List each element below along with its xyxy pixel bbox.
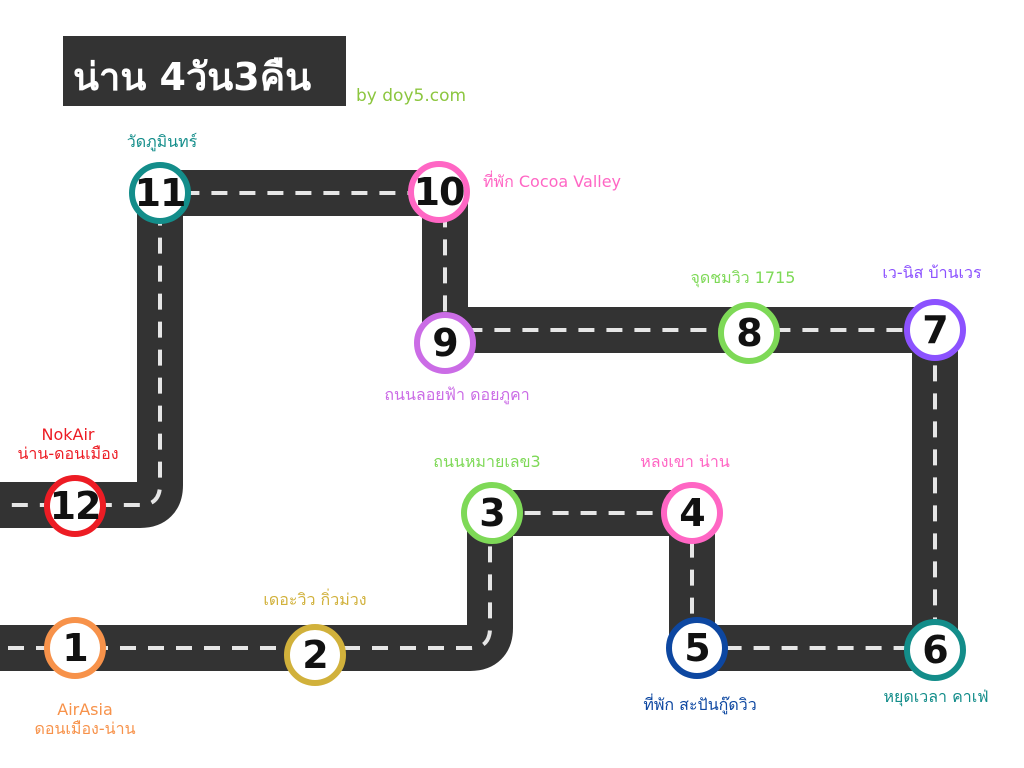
stop-label-4: หลงเขา น่าน — [640, 452, 730, 471]
stop-label-8: จุดชมวิว 1715 — [691, 268, 796, 287]
stop-label-line: วัดภูมินทร์ — [126, 132, 198, 151]
stop-label-line: ที่พัก Cocoa Valley — [483, 172, 622, 191]
stop-label-line: เดอะวิว กิ่วม่วง — [263, 590, 367, 609]
stop-number: 11 — [134, 171, 187, 215]
stop-label-line: ถนนลอยฟ้า ดอยภูคา — [384, 385, 530, 404]
stop-label-line: ที่พัก สะปันกู๊ดวิว — [643, 695, 757, 714]
stop-number: 6 — [922, 628, 948, 672]
stop-number: 4 — [679, 491, 705, 535]
stop-label-line: AirAsia — [57, 700, 113, 719]
stop-label-7: เว-นิส บ้านเวร — [882, 263, 981, 282]
title-banner: น่าน 4วัน3คืน — [63, 36, 346, 106]
stop-marker-7: 7 — [904, 299, 966, 361]
road-center-lines — [0, 191, 937, 650]
stop-number: 2 — [302, 633, 328, 677]
stop-label-9: ถนนลอยฟ้า ดอยภูคา — [384, 385, 529, 404]
stop-label-line: น่าน-ดอนเมือง — [17, 444, 119, 464]
stop-label-10: ที่พัก Cocoa Valley — [483, 172, 621, 191]
road-dash-line — [0, 191, 937, 650]
stop-label-line: หลงเขา น่าน — [640, 452, 730, 471]
stop-label-line: ดอนเมือง-น่าน — [34, 719, 136, 739]
stop-label-line: หยุดเวลา คาเฟ่ — [883, 687, 989, 706]
stop-label-line: จุดชมวิว 1715 — [690, 268, 796, 287]
stop-marker-1: 1 — [44, 617, 106, 679]
stop-marker-12: 12 — [44, 475, 106, 537]
stop-label-line: ถนนหมายเลข3 — [433, 452, 541, 471]
stop-marker-3: 3 — [461, 482, 523, 544]
stop-label-3: ถนนหมายเลข3 — [433, 452, 540, 471]
stop-marker-8: 8 — [718, 302, 780, 364]
stop-number: 12 — [49, 484, 102, 528]
stop-label-line: เว-นิส บ้านเวร — [882, 263, 982, 282]
stop-number: 9 — [432, 321, 458, 365]
stop-marker-4: 4 — [661, 482, 723, 544]
road-network — [0, 170, 958, 671]
stop-label-11: วัดภูมินทร์ — [127, 132, 198, 151]
stop-number: 10 — [413, 170, 466, 214]
stop-number: 3 — [479, 491, 505, 535]
credit-text: by doy5.com — [356, 86, 467, 106]
stop-marker-11: 11 — [129, 162, 191, 224]
stop-label-line: NokAir — [41, 425, 95, 444]
stop-number: 8 — [736, 311, 762, 355]
stop-label-5: ที่พัก สะปันกู๊ดวิว — [643, 695, 756, 714]
stop-marker-6: 6 — [904, 619, 966, 681]
stop-label-6: หยุดเวลา คาเฟ่ — [883, 687, 988, 706]
stop-number: 7 — [922, 308, 948, 352]
stop-label-2: เดอะวิว กิ่วม่วง — [263, 590, 366, 609]
stop-marker-10: 10 — [408, 161, 470, 223]
stop-marker-2: 2 — [284, 624, 346, 686]
stop-number: 1 — [62, 626, 88, 670]
road-segment — [0, 170, 958, 671]
stop-number: 5 — [684, 626, 710, 670]
stop-marker-5: 5 — [666, 617, 728, 679]
page-title: น่าน 4วัน3คืน — [73, 55, 312, 99]
stop-marker-9: 9 — [414, 312, 476, 374]
